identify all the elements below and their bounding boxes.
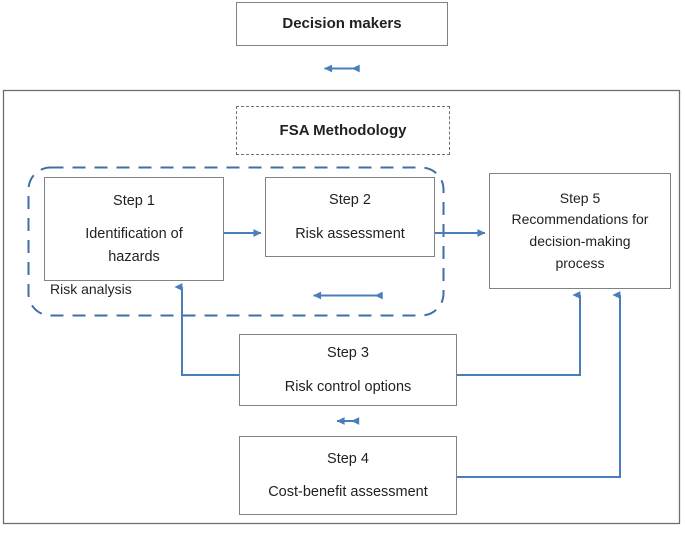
step-5-box: Step 5 Recommendations for decision-maki… (489, 173, 671, 289)
step-1-number: Step 1 (113, 192, 155, 209)
step-3-number: Step 3 (327, 345, 369, 362)
step-4-title: Cost-benefit assessment (268, 484, 428, 500)
connector-step4-step5 (457, 291, 621, 478)
risk-analysis-group-label: Risk analysis (50, 281, 132, 297)
decision-makers-label: Decision makers (282, 15, 402, 33)
step-5-title-line-1: Recommendations for (511, 211, 649, 228)
step-2-title: Risk assessment (295, 225, 405, 242)
step-1-title-line-1: Identification of (85, 226, 183, 243)
connector-step3-step5 (457, 291, 581, 376)
step-5-number: Step 5 (559, 189, 601, 206)
step-1-box: Step 1 Identification of hazards (44, 177, 224, 281)
step-2-number: Step 2 (329, 192, 371, 209)
step-1-title-line-2: hazards (108, 248, 160, 265)
step-5-title-line-2: decision-making (529, 233, 631, 249)
step-3-title: Risk control options (284, 378, 412, 395)
step-4-number: Step 4 (327, 450, 369, 467)
fsa-methodology-box: FSA Methodology (236, 106, 450, 155)
step-5-title-line-3: process (555, 254, 605, 271)
step-2-box: Step 2 Risk assessment (265, 177, 435, 257)
decision-makers-box: Decision makers (236, 2, 448, 46)
connector-step3-step1-feedback (174, 283, 239, 376)
step-4-box: Step 4 Cost-benefit assessment (239, 436, 457, 515)
step-3-box: Step 3 Risk control options (239, 334, 457, 406)
fsa-methodology-label: FSA Methodology (279, 121, 407, 139)
